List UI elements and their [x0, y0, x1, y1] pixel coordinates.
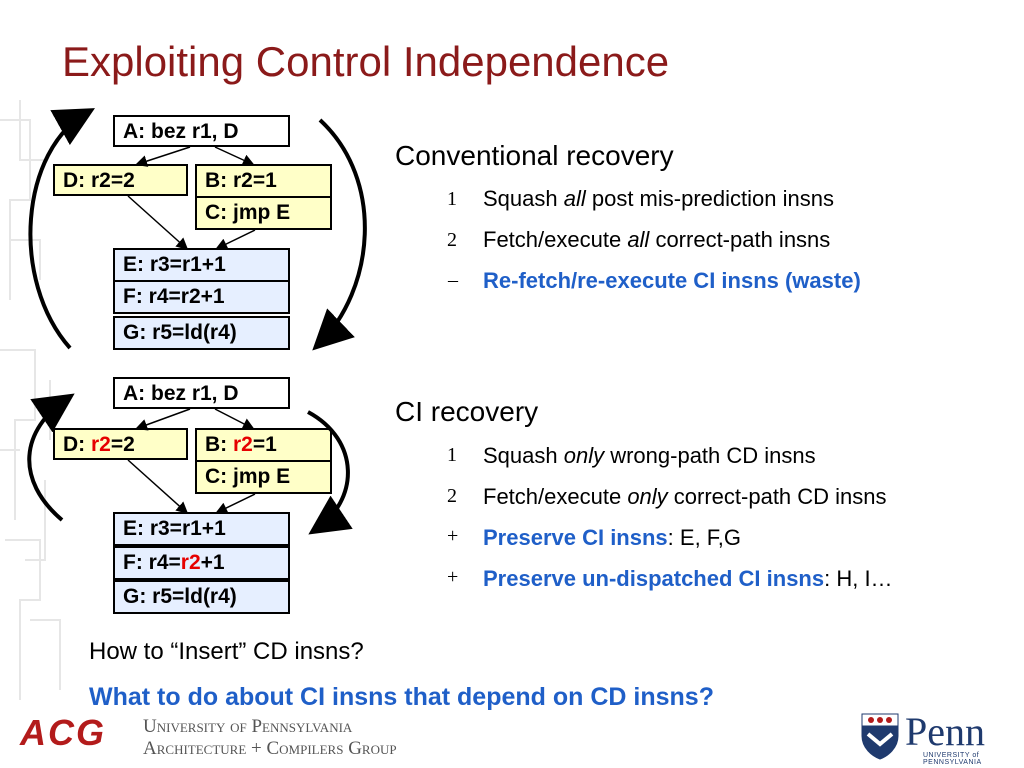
question-insert-cd: How to “Insert” CD insns? — [89, 638, 364, 665]
bottom-f-suffix: +1 — [200, 551, 225, 574]
acg-logo: ACG — [20, 712, 106, 753]
bottom-arrow-d-e — [127, 459, 189, 515]
top-arrow-d-e — [127, 195, 189, 251]
bottom-box-b: B: r2=1 — [195, 428, 332, 462]
bottom-arrow-a-b — [214, 408, 255, 430]
conv-item1-marker: 1 — [447, 188, 457, 210]
ci-item2-pre: Fetch/execute — [483, 484, 628, 509]
bottom-box-g: G: r5=ld(r4) — [113, 580, 290, 614]
bottom-b-suffix: =1 — [252, 433, 277, 456]
conv-waste-marker: – — [448, 269, 458, 291]
conv-item1-post: post mis-prediction insns — [585, 186, 834, 211]
bottom-box-a: A: bez r1, D — [113, 377, 290, 409]
bottom-arrow-c-e — [215, 493, 256, 514]
ci-item2-em: only — [627, 484, 668, 509]
penn-logo-subtext: UNIVERSITY of PENNSYLVANIA — [923, 752, 982, 766]
ci-plus2-rest: : H, I… — [824, 566, 893, 591]
bottom-b-register: r2 — [233, 433, 253, 456]
footer-university: University of Pennsylvania — [143, 716, 353, 737]
ci-item1-marker: 1 — [447, 444, 457, 466]
bottom-right-curve-arrow — [307, 410, 353, 535]
bottom-left-curve-arrow — [27, 393, 75, 522]
penn-logo-text: Penn — [905, 709, 985, 754]
conv-item1-em: all — [563, 186, 586, 211]
top-box-c: C: jmp E — [195, 196, 332, 230]
ci-item1-pre: Squash — [483, 443, 564, 468]
ci-plus2: Preserve un-dispatched CI insns: H, I… — [483, 566, 893, 592]
ci-heading: CI recovery — [395, 396, 539, 427]
top-arrow-a-b — [214, 146, 255, 166]
top-box-g: G: r5=ld(r4) — [113, 316, 290, 350]
ci-item2: Fetch/execute only correct-path CD insns — [483, 484, 887, 510]
bottom-d-prefix: D: — [63, 433, 91, 456]
ci-plus1: Preserve CI insns: E, F,G — [483, 525, 741, 551]
bottom-arrow-a-d — [135, 408, 191, 431]
question-ci-depend: What to do about CI insns that depend on… — [89, 683, 714, 711]
ci-item2-marker: 2 — [447, 485, 457, 507]
top-box-d: D: r2=2 — [53, 164, 188, 196]
footer-group: Architecture + Compilers Group — [143, 738, 397, 759]
conv-item2-post: correct-path insns — [649, 227, 831, 252]
ci-item1-post: wrong-path CD insns — [604, 443, 816, 468]
bottom-b-prefix: B: — [205, 433, 233, 456]
bottom-box-e: E: r3=r1+1 — [113, 512, 290, 546]
bottom-d-suffix: =2 — [110, 433, 135, 456]
conv-waste: Re-fetch/re-execute CI insns (waste) — [483, 268, 861, 293]
conv-item2-marker: 2 — [447, 229, 457, 251]
penn-shield-icon — [861, 713, 899, 760]
ci-plus1-bold: Preserve CI insns — [483, 525, 668, 550]
bottom-d-register: r2 — [91, 433, 111, 456]
conv-item1: Squash all post mis-prediction insns — [483, 186, 834, 212]
conventional-heading: Conventional recovery — [395, 140, 674, 171]
ci-plus2-marker: + — [447, 566, 459, 588]
slide-title: Exploiting Control Independence — [62, 38, 670, 85]
bottom-box-d: D: r2=2 — [53, 428, 188, 460]
top-box-f: F: r4=r2+1 — [113, 280, 290, 314]
bottom-box-c: C: jmp E — [195, 460, 332, 494]
conv-item2: Fetch/execute all correct-path insns — [483, 227, 830, 253]
top-box-a: A: bez r1, D — [113, 115, 290, 147]
ci-plus2-bold: Preserve un-dispatched CI insns — [483, 566, 825, 591]
bottom-f-prefix: F: r4= — [123, 551, 181, 574]
conv-item2-em: all — [627, 227, 650, 252]
top-box-b: B: r2=1 — [195, 164, 332, 198]
conv-item2-pre: Fetch/execute — [483, 227, 628, 252]
top-right-curve-arrow — [312, 118, 367, 351]
bottom-f-register: r2 — [180, 551, 201, 574]
top-arrow-a-d — [135, 146, 191, 167]
ci-plus1-rest: : E, F,G — [667, 525, 742, 550]
bottom-box-f: F: r4=r2+1 — [113, 546, 290, 580]
ci-item2-post: correct-path CD insns — [667, 484, 887, 509]
top-box-e: E: r3=r1+1 — [113, 248, 290, 282]
ci-plus1-marker: + — [447, 525, 459, 547]
top-left-curve-arrow — [28, 108, 95, 350]
conv-item1-pre: Squash — [483, 186, 564, 211]
ci-item1-em: only — [563, 443, 605, 468]
ci-item1: Squash only wrong-path CD insns — [483, 443, 816, 469]
top-arrow-c-e — [215, 229, 256, 250]
